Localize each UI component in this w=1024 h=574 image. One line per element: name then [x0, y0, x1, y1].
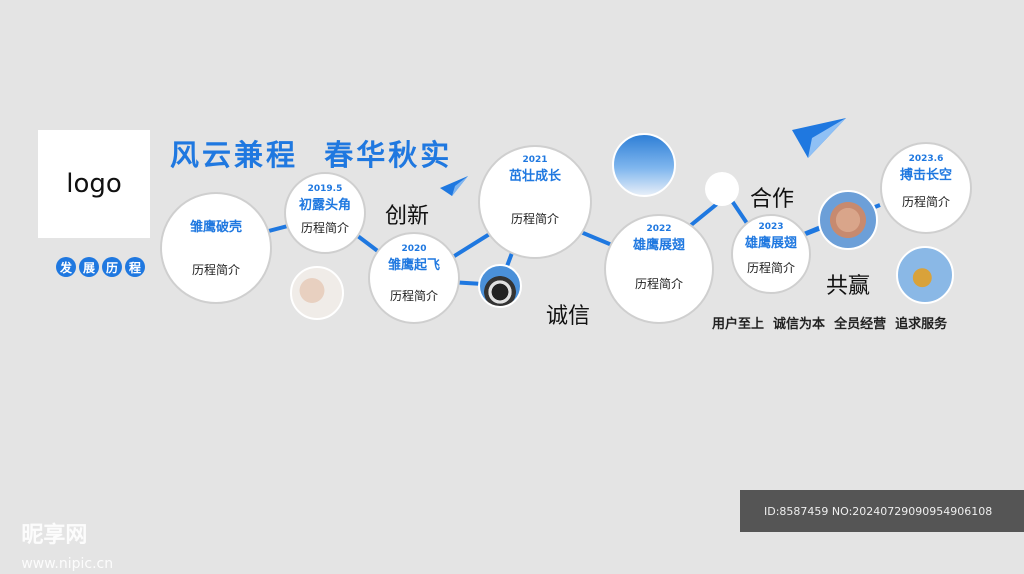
- photo-handshake: [290, 266, 344, 320]
- node-desc: 历程简介: [300, 221, 349, 235]
- timeline-node-3: 2020 雏鹰起飞 历程简介: [368, 232, 460, 324]
- keyword-cooperation: 合作: [750, 187, 795, 212]
- node-desc: 历程简介: [634, 277, 683, 291]
- node-title: 雄鹰展翅: [632, 238, 685, 253]
- node-desc: 历程简介: [510, 212, 559, 226]
- node-year: 2023: [758, 222, 784, 232]
- timeline-connectors: [214, 118, 881, 287]
- chip: 展: [79, 257, 99, 277]
- node-desc: 历程简介: [901, 195, 950, 209]
- slogan: 用户至上 诚信为本 全员经营 追求服务: [712, 317, 948, 332]
- paper-plane-large-icon: [792, 118, 846, 158]
- chip: 历: [102, 257, 122, 277]
- keyword-win-win: 共赢: [826, 274, 871, 299]
- history-chip-row: 发 展 历 程: [56, 257, 145, 277]
- timeline-dot: [705, 172, 739, 206]
- node-desc: 历程简介: [191, 263, 240, 277]
- timeline-node-5: 2022 雄鹰展翅 历程简介: [604, 214, 714, 324]
- watermark-id-text: ID:8587459 NO:20240729090954906108: [764, 504, 993, 518]
- node-year: 2021: [522, 155, 548, 165]
- node-title: 搏击长空: [899, 168, 952, 183]
- logo-placeholder: logo: [38, 130, 150, 238]
- timeline-node-7: 2023.6 搏击长空 历程简介: [880, 142, 972, 234]
- keyword-integrity: 诚信: [546, 304, 591, 329]
- node-title: 雏鹰破壳: [189, 220, 242, 235]
- timeline-node-1: 雏鹰破壳 历程简介: [160, 192, 272, 304]
- chip: 发: [56, 257, 76, 277]
- node-title: 雏鹰起飞: [387, 258, 440, 273]
- keyword-innovation: 创新: [385, 204, 430, 229]
- watermark-brand-text: 昵享网: [21, 523, 88, 548]
- timeline-node-4: 2021 茁壮成长 历程简介: [478, 145, 592, 259]
- node-year: 2020: [401, 244, 427, 254]
- watermark-brand: 昵享网 www.nipic.cn: [6, 492, 113, 574]
- node-desc: 历程简介: [746, 261, 795, 275]
- photo-sky-hand: [612, 133, 676, 197]
- photo-trophy: [896, 246, 954, 304]
- page-title: 风云兼程 春华秋实: [170, 138, 453, 172]
- chip: 程: [125, 257, 145, 277]
- watermark-id-bar: ID:8587459 NO:20240729090954906108: [740, 490, 1024, 532]
- photo-dartboard: [478, 264, 522, 308]
- photo-team-hands: [818, 190, 878, 250]
- timeline-node-2: 2019.5 初露头角 历程简介: [284, 172, 366, 254]
- node-title: 雄鹰展翅: [744, 236, 797, 251]
- node-title: 茁壮成长: [508, 169, 561, 184]
- node-year: 2022: [646, 224, 672, 234]
- node-title: 初露头角: [298, 198, 351, 213]
- node-year: 2019.5: [307, 184, 343, 194]
- watermark-url: www.nipic.cn: [21, 556, 114, 572]
- paper-plane-icon: [440, 176, 468, 196]
- node-desc: 历程简介: [389, 289, 438, 303]
- timeline-node-6: 2023 雄鹰展翅 历程简介: [731, 214, 811, 294]
- node-year: 2023.6: [908, 154, 944, 164]
